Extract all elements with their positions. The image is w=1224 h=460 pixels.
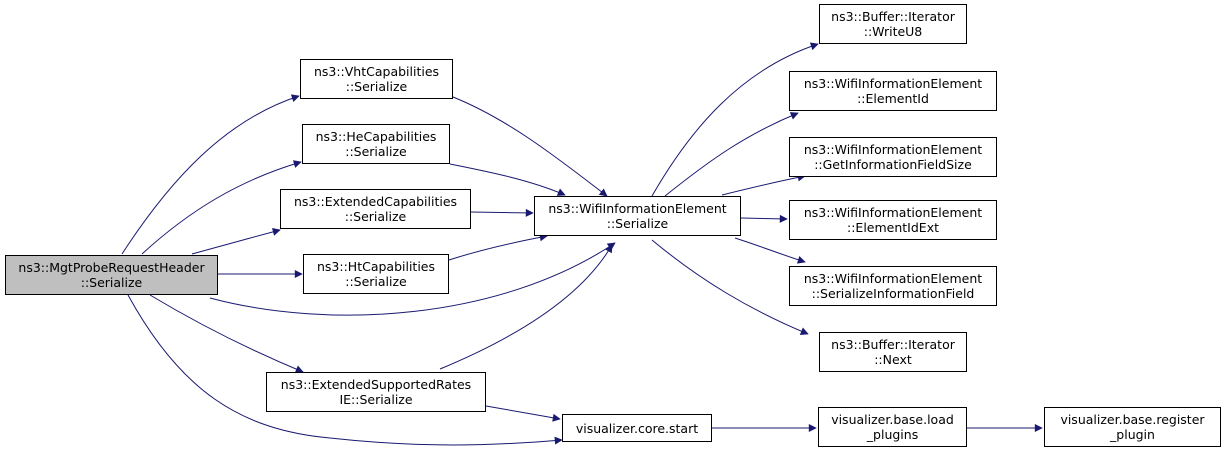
node-label-line2: ::Serialize [606,216,669,231]
edge-root-viscore [127,294,563,446]
node-extrates-serialize[interactable]: ns3::ExtendedSupportedRates IE::Serializ… [266,372,486,412]
node-label-line2: ::ElementId [857,91,929,106]
node-label-line1: ns3::ExtendedCapabilities [293,194,458,209]
edge-wie-serfield [734,237,806,264]
node-label-line1: ns3::WifiInformationElement [803,142,983,157]
node-label-line2: ::Serialize [344,209,407,224]
node-label-line1: ns3::Buffer::Iterator [831,9,955,24]
node-label-line2: ::SerializeInformationField [811,286,975,301]
node-ht-serialize[interactable]: ns3::HtCapabilities ::Serialize [303,254,449,294]
node-label-line1: ns3::ExtendedSupportedRates [280,377,472,392]
node-label-line1: visualizer.base.register [1060,412,1205,427]
node-label-line2: ::GetInformationFieldSize [814,157,972,172]
node-label-line2: _plugin [1110,427,1155,442]
node-he-serialize[interactable]: ns3::HeCapabilities ::Serialize [302,124,450,164]
node-label-line2: ::WriteU8 [863,24,923,39]
node-label-line2: _plugins [866,427,919,442]
node-buffer-iterator-next[interactable]: ns3::Buffer::Iterator ::Next [819,332,967,372]
node-label-line2: ::Serialize [80,275,143,290]
node-vht-serialize[interactable]: ns3::VhtCapabilities ::Serialize [300,59,453,99]
node-label-line1: visualizer.base.load [831,412,954,427]
edge-vht-wie [452,96,608,197]
node-label-line2: ::ElementIdExt [847,220,939,235]
node-visualizer-base-register-plugin[interactable]: visualizer.base.register _plugin [1044,407,1221,447]
node-wie-getinformationfieldsize[interactable]: ns3::WifiInformationElement ::GetInforma… [789,137,997,177]
node-wie-serializeinformationfield[interactable]: ns3::WifiInformationElement ::SerializeI… [789,266,997,306]
node-label-line1: ns3::HeCapabilities [315,129,437,144]
node-wie-serialize[interactable]: ns3::WifiInformationElement ::Serialize [534,196,741,236]
node-wie-elementid[interactable]: ns3::WifiInformationElement ::ElementId [789,71,997,111]
node-label-line1: ns3::WifiInformationElement [803,205,983,220]
edge-ht-wie [448,233,548,261]
node-label-line1: visualizer.core.start [575,420,699,436]
edge-wie-elemid [664,112,799,197]
edge-root-vht [121,94,300,255]
edge-extcap-wie [470,208,534,217]
node-mgtprobe-serialize: ns3::MgtProbeRequestHeader ::Serialize [5,255,218,295]
node-label-line1: ns3::WifiInformationElement [548,201,727,216]
node-label-line1: ns3::WifiInformationElement [803,271,983,286]
node-visualizer-core-start[interactable]: visualizer.core.start [562,414,712,442]
edge-wie-next [651,239,809,335]
edge-root-extrates [149,294,304,373]
node-label-line2: ::Serialize [345,144,407,159]
node-label-line1: ns3::MgtProbeRequestHeader [18,260,205,275]
node-extcap-serialize[interactable]: ns3::ExtendedCapabilities ::Serialize [280,189,471,229]
node-label-line1: ns3::Buffer::Iterator [831,337,955,352]
node-wie-elementidext[interactable]: ns3::WifiInformationElement ::ElementIdE… [789,200,997,240]
edge-root-extcap [191,227,281,255]
edge-he-wie [449,163,566,196]
edge-root-wie [209,242,616,316]
node-label-line2: IE::Serialize [339,392,413,407]
edge-root-he [141,160,302,255]
edge-extrates-wie [439,244,613,370]
node-label-line1: ns3::VhtCapabilities [313,64,440,79]
node-label-line2: ::Next [874,352,912,367]
node-buffer-iterator-writeu8[interactable]: ns3::Buffer::Iterator ::WriteU8 [819,4,967,44]
node-label-line2: ::Serialize [345,274,407,289]
node-label-line1: ns3::HtCapabilities [316,259,436,274]
node-label-line1: ns3::WifiInformationElement [803,76,983,91]
edge-wie-getsize [721,173,806,196]
edge-wie-writeu8 [651,42,819,197]
node-visualizer-base-load-plugins[interactable]: visualizer.base.load _plugins [818,407,967,447]
node-label-line2: ::Serialize [345,79,408,94]
edge-extrates-viscore [485,405,561,422]
edge-wie-elemidext [740,214,788,223]
